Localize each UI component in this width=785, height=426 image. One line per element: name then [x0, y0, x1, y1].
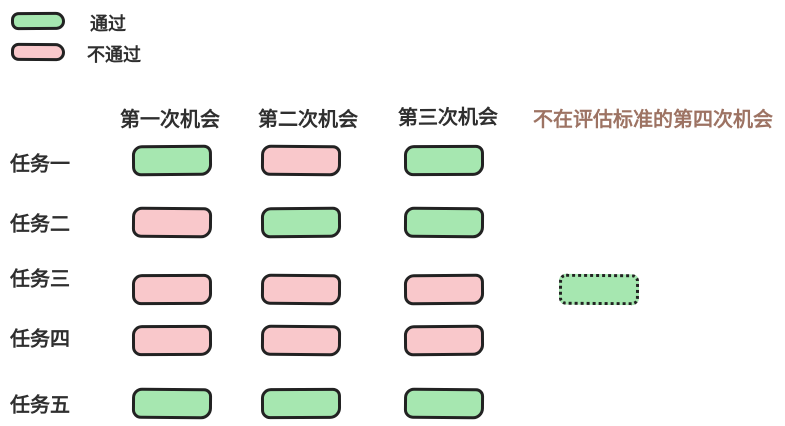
attempt-cell-row5-chance1	[131, 387, 213, 420]
attempt-cell-row2-chance1	[131, 206, 213, 239]
attempt-cell-row3-chance2	[260, 273, 342, 306]
row-label-task-1: 任务一	[10, 151, 70, 176]
attempt-cell-row1-chance2	[260, 144, 342, 177]
attempt-cell-row1-chance1	[131, 144, 213, 177]
attempt-cell-row1-chance3	[403, 144, 485, 177]
attempt-cell-row2-chance2	[260, 206, 342, 239]
row-label-task-4: 任务四	[10, 326, 70, 351]
legend-fail-label: 不通过	[87, 45, 141, 66]
attempt-cell-row3-chance3	[403, 273, 485, 306]
column-header-first-chance: 第一次机会	[120, 107, 220, 131]
attempt-cell-row2-chance3	[403, 206, 485, 239]
attempt-cell-row3-chance4	[558, 273, 640, 306]
attempt-cell-row5-chance2	[260, 387, 342, 420]
attempt-cell-row4-chance1	[131, 324, 213, 357]
legend-pass-swatch	[10, 11, 66, 31]
column-header-second-chance: 第二次机会	[257, 106, 359, 132]
row-label-task-2: 任务二	[10, 211, 70, 236]
legend-pass-label: 通过	[90, 14, 126, 35]
row-label-task-3: 任务三	[10, 266, 70, 291]
attempt-cell-row4-chance2	[260, 324, 342, 357]
attempt-cell-row4-chance3	[403, 324, 485, 357]
column-header-third-chance: 第三次机会	[397, 104, 499, 130]
attempt-cell-row3-chance1	[131, 273, 213, 306]
legend-fail-swatch	[10, 42, 66, 62]
column-header-fourth-chance-excluded: 不在评估标准的第四次机会	[533, 107, 773, 131]
row-label-task-5: 任务五	[10, 392, 70, 417]
attempt-cell-row5-chance3	[403, 387, 485, 420]
